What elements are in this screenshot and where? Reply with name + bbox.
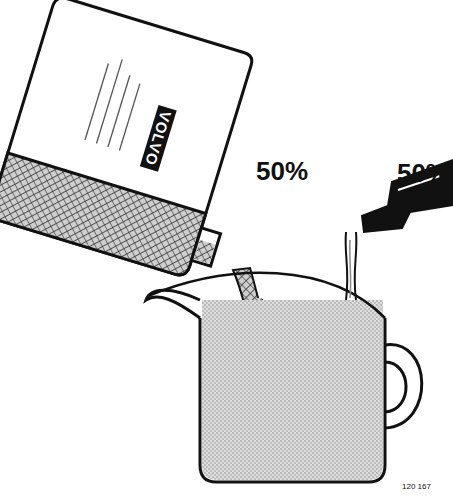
jug	[200, 318, 385, 482]
jug-liquid	[202, 300, 383, 480]
water-stream	[346, 232, 357, 300]
percent-label: 50%	[397, 160, 449, 186]
percent-label: 50%	[256, 158, 308, 184]
figure-number: 120 167	[402, 483, 431, 491]
coolant-bottle	[0, 0, 273, 283]
water-tap	[362, 160, 453, 232]
